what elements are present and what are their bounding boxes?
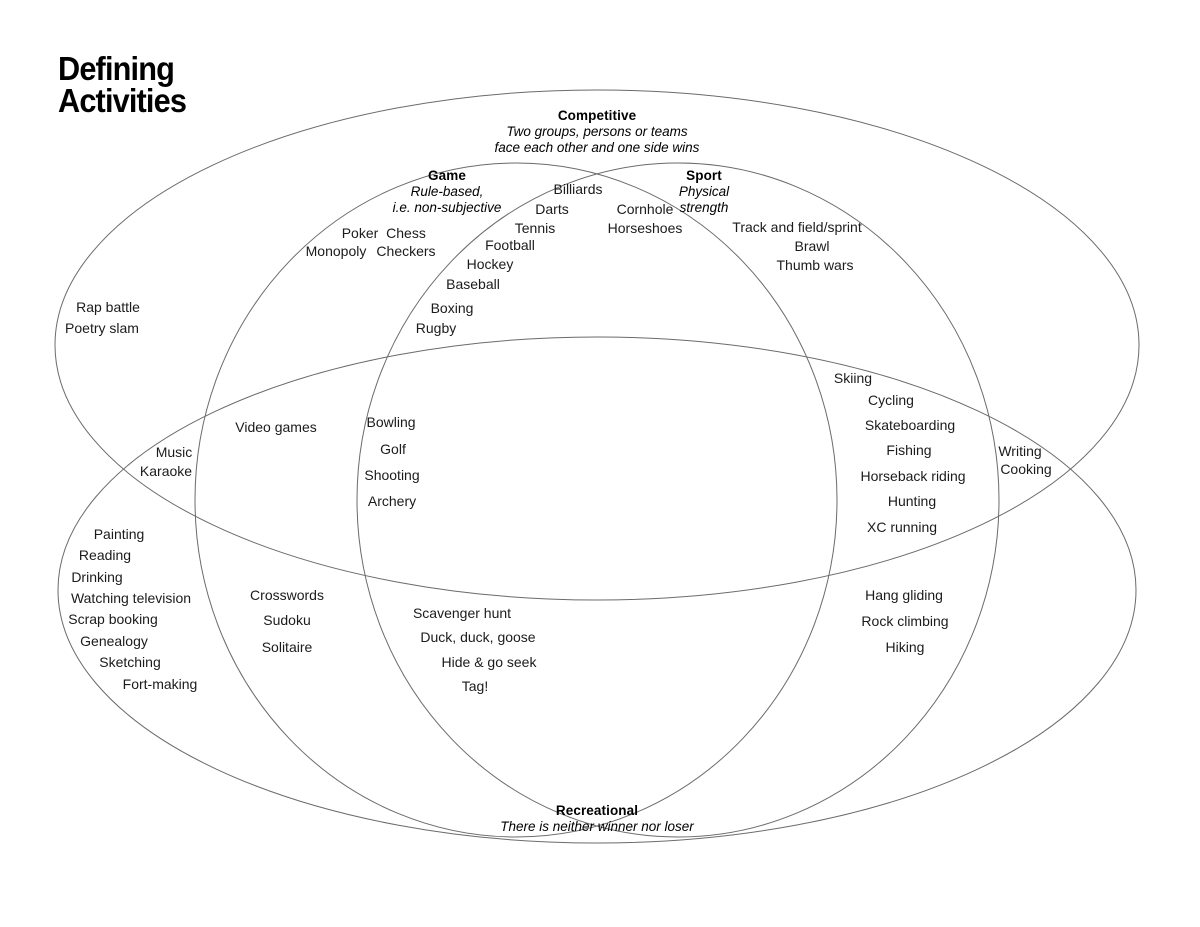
item-cycling: Cycling (868, 392, 914, 408)
item-hang-gliding: Hang gliding (865, 587, 943, 603)
item-boxing: Boxing (430, 300, 474, 316)
item-scavenger-hunt: Scavenger hunt (412, 605, 512, 621)
item-crosswords: Crosswords (250, 587, 324, 603)
item-rap-battle: Rap battle (76, 299, 140, 315)
item-billiards: Billiards (553, 181, 603, 197)
set-desc-competitive: Two groups, persons or teams face each o… (494, 123, 700, 155)
item-hunting: Hunting (887, 493, 937, 509)
item-sudoku: Sudoku (263, 612, 311, 628)
item-karaoke: Karaoke (139, 463, 193, 479)
item-chess: Chess (386, 225, 426, 241)
item-thumb-wars: Thumb wars (776, 257, 854, 273)
item-genealogy: Genealogy (80, 633, 148, 649)
set-name-competitive: Competitive (557, 108, 637, 123)
item-bowling: Bowling (366, 414, 416, 430)
set-desc-sport: Physical strength (678, 183, 730, 215)
item-football: Football (485, 237, 535, 253)
item-drinking: Drinking (71, 569, 123, 585)
page-title: Defining Activities (58, 50, 187, 119)
item-duck-duck-goose: Duck, duck, goose (420, 629, 536, 645)
set-desc-recreational: There is neither winner nor loser (500, 818, 694, 834)
item-baseball: Baseball (446, 276, 500, 292)
set-name-game: Game (428, 168, 466, 183)
item-music: Music (155, 444, 193, 460)
sport-ellipse (357, 163, 999, 837)
item-darts: Darts (535, 201, 569, 217)
item-shooting: Shooting (364, 467, 420, 483)
item-fort-making: Fort-making (122, 676, 198, 692)
recreational-ellipse (58, 337, 1136, 843)
item-xc-running: XC running (866, 519, 938, 535)
item-hockey: Hockey (466, 256, 514, 272)
item-track-and-field: Track and field/sprint (732, 219, 862, 235)
item-horseshoes: Horseshoes (607, 220, 683, 236)
item-tag: Tag! (461, 678, 489, 694)
item-hide-and-go-seek: Hide & go seek (441, 654, 537, 670)
item-cornhole: Cornhole (616, 201, 674, 217)
item-hiking: Hiking (885, 639, 925, 655)
item-tennis: Tennis (514, 220, 556, 236)
item-fishing: Fishing (886, 442, 932, 458)
item-poker: Poker (341, 225, 379, 241)
item-writing: Writing (998, 443, 1042, 459)
game-ellipse (195, 163, 837, 837)
item-watching-television: Watching television (70, 590, 192, 606)
item-painting: Painting (93, 526, 145, 542)
item-poetry-slam: Poetry slam (65, 320, 139, 336)
set-label-recreational: Recreational There is neither winner nor… (447, 803, 747, 835)
item-scrap-booking: Scrap booking (68, 611, 158, 627)
set-desc-game: Rule-based, i.e. non-subjective (392, 183, 502, 215)
set-name-sport: Sport (686, 168, 722, 183)
item-solitaire: Solitaire (261, 639, 313, 655)
set-label-competitive: Competitive Two groups, persons or teams… (447, 108, 747, 156)
item-rugby: Rugby (415, 320, 457, 336)
item-sketching: Sketching (99, 654, 161, 670)
item-video-games: Video games (235, 419, 317, 435)
item-reading: Reading (78, 547, 132, 563)
item-skateboarding: Skateboarding (864, 417, 956, 433)
item-golf: Golf (380, 441, 406, 457)
item-brawl: Brawl (794, 238, 830, 254)
item-archery: Archery (367, 493, 417, 509)
set-label-game: Game Rule-based, i.e. non-subjective (337, 168, 557, 216)
item-cooking: Cooking (1000, 461, 1052, 477)
item-monopoly: Monopoly (305, 243, 367, 259)
item-horseback-riding: Horseback riding (860, 468, 966, 484)
item-rock-climbing: Rock climbing (861, 613, 949, 629)
set-name-recreational: Recreational (555, 803, 639, 818)
set-label-sport: Sport Physical strength (634, 168, 774, 216)
competitive-ellipse (55, 90, 1139, 600)
item-checkers: Checkers (376, 243, 436, 259)
item-skiing: Skiing (833, 370, 873, 386)
